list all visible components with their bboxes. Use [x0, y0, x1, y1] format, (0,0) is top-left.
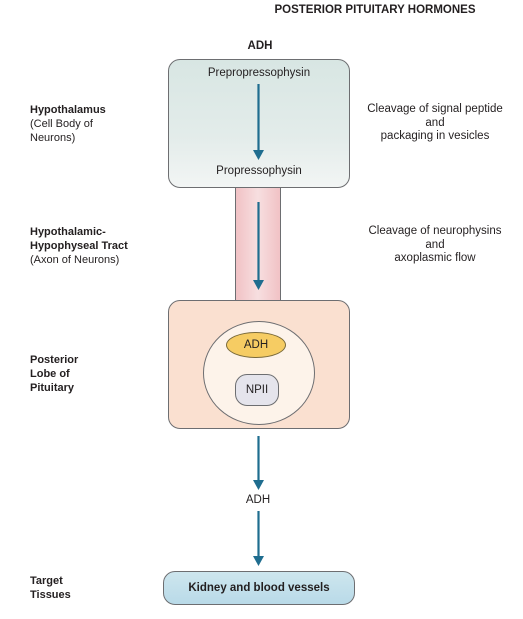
arrowhead-prepro-to-pro [253, 150, 264, 160]
label-hypothalamus-name: Hypothalamus [30, 104, 106, 116]
label-tract-detail: (Axon of Neurons) [30, 254, 120, 266]
arrowhead-to-target [253, 556, 264, 566]
label-posterior-name-1: Posterior [30, 354, 79, 366]
note-step-1-line-1: Cleavage of signal peptide [367, 103, 503, 115]
note-step-2-line-2: and [425, 238, 445, 251]
note-step-1-line-2: and [425, 116, 445, 129]
label-tract: Hypothalamic- Hypophyseal Tract (Axon of… [30, 225, 128, 267]
label-target-name-2: Tissues [30, 589, 71, 601]
arrowhead-tract [253, 280, 264, 290]
npii-granule: NPII [235, 374, 279, 406]
note-step-2-line-1: Cleavage of neurophysins [368, 225, 502, 237]
note-step-2-line-3: axoplasmic flow [394, 252, 476, 264]
adh-granule: ADH [226, 332, 286, 358]
label-target-tissues: Target Tissues [30, 574, 71, 602]
arrowhead-release [253, 480, 264, 490]
note-step-2: Cleavage of neurophysins and axoplasmic … [345, 225, 523, 266]
label-posterior-name-2: Lobe of [30, 368, 70, 380]
adh-released-label: ADH [235, 494, 281, 506]
prepropressophysin-label: Prepropressophysin [207, 67, 311, 79]
label-tract-name-2: Hypophyseal Tract [30, 240, 128, 252]
target-tissue-box: Kidney and blood vessels [163, 571, 355, 605]
propressophysin-label: Propressophysin [216, 165, 302, 177]
label-posterior-name-3: Pituitary [30, 382, 75, 394]
note-step-1: Cleavage of signal peptide and packaging… [345, 103, 523, 144]
label-tract-name-1: Hypothalamic- [30, 226, 106, 238]
diagram-title: POSTERIOR PITUITARY HORMONES [274, 4, 476, 16]
label-hypothalamus: Hypothalamus (Cell Body of Neurons) [30, 103, 106, 145]
label-hypothalamus-detail-2: Neurons) [30, 132, 76, 144]
label-posterior-lobe: Posterior Lobe of Pituitary [30, 353, 78, 395]
hormone-label-top: ADH [247, 40, 273, 52]
label-target-name-1: Target [30, 575, 63, 587]
label-hypothalamus-detail-1: (Cell Body of [30, 118, 93, 130]
note-step-1-line-3: packaging in vesicles [380, 130, 490, 142]
